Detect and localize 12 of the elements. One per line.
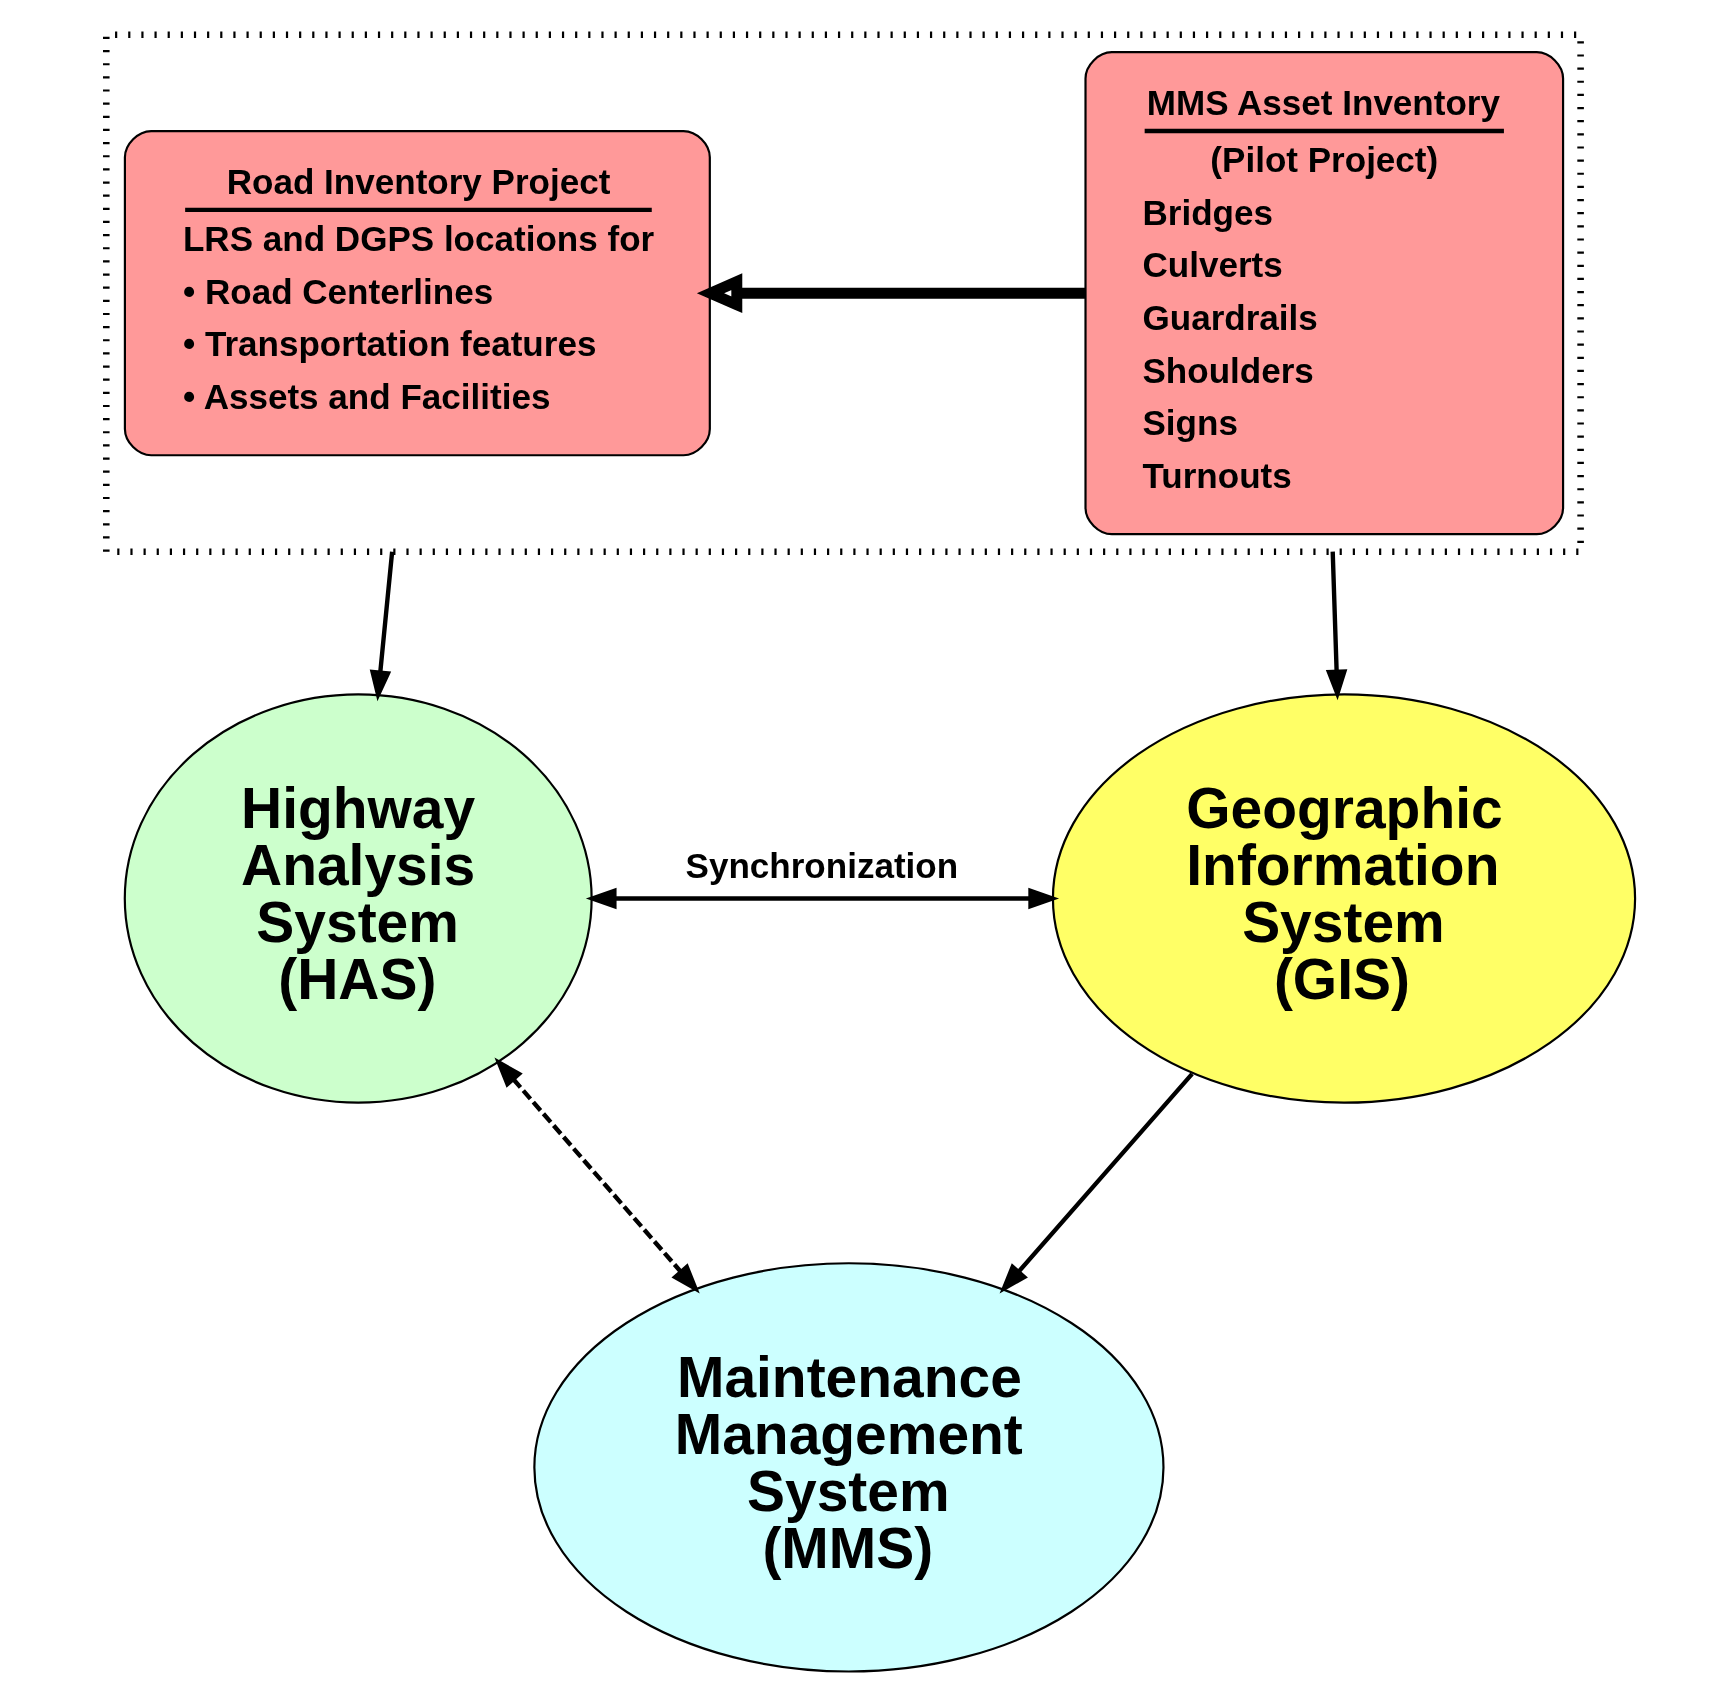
arrow: [1325, 551, 1348, 701]
node-ellipse: Geographic Information System (GIS): [1051, 693, 1637, 1104]
node-box: Road Inventory Project LRS and DGPS locations for • Road Centerlines • Transportation features • Assets and Facilities: [123, 129, 711, 457]
arrow: [585, 887, 1060, 910]
arrow: [494, 1057, 700, 1294]
arrow: [369, 551, 395, 702]
arrow: [999, 1072, 1194, 1294]
cluster: [103, 31, 1584, 555]
arrow: [696, 273, 1086, 314]
edge-label: Synchronization: [685, 846, 959, 886]
node-box: MMS Asset Inventory (Pilot Project) Bridges Culverts Guardrails Shoulders Signs Turnouts: [1084, 51, 1565, 536]
node-ellipse: Highway Analysis System (HAS): [123, 693, 593, 1104]
